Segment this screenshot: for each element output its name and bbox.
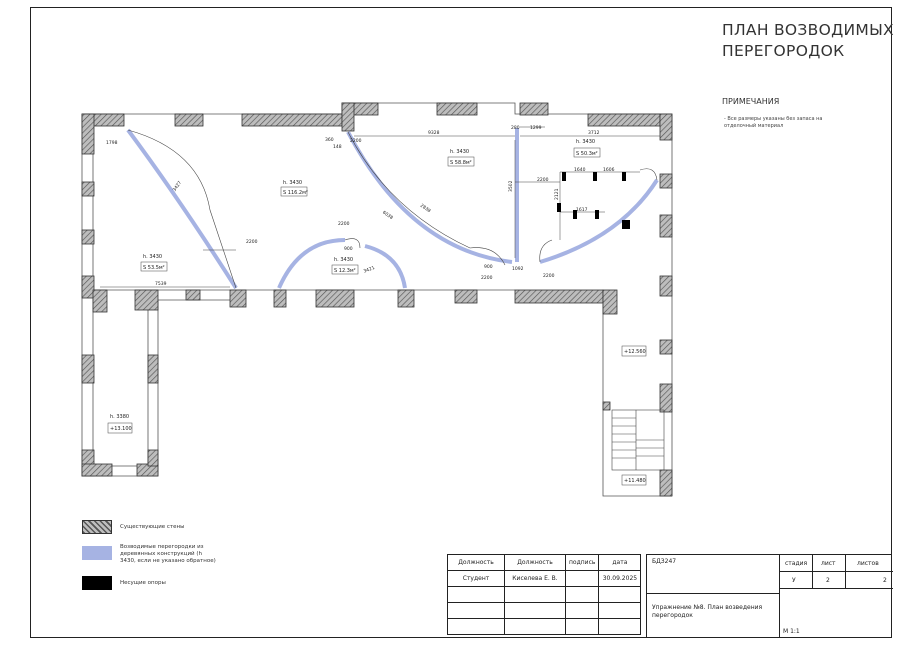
stamp-exercise: Упражнение №8. План возведения перегород… <box>652 604 763 619</box>
legend-wall-label: Существующие стены <box>120 524 185 530</box>
dim-1617: 1617 <box>576 207 588 213</box>
room-labels: h. 3430 S 116.2м² h. 3430 S 58.8м² h. 34… <box>107 139 647 486</box>
room-6-height: h. 3380 <box>110 414 129 420</box>
stamp-stage-value: У <box>792 577 796 584</box>
stamp-role: Студент <box>447 570 505 587</box>
stamp-head-3: подпись <box>564 554 600 571</box>
stamp-sheets-label: листов <box>857 560 879 567</box>
dim-3712: 3712 <box>588 130 600 136</box>
dim-360: 360 <box>325 137 334 143</box>
dim-1798: 1798 <box>106 140 118 146</box>
dim-3427: 3427 <box>172 180 184 193</box>
notes-text: - Все размеры указаны без запаса на отде… <box>724 116 823 129</box>
drawing-frame <box>30 7 892 638</box>
title-line-1: ПЛАН ВОЗВОДИМЫХ <box>722 21 894 39</box>
notes-heading: ПРИМЕЧАНИЯ <box>722 97 780 106</box>
stamp-code: БДЗ247 <box>652 558 677 565</box>
stamp-head-4: дата <box>598 554 642 571</box>
dim-2838: 2838 <box>419 203 432 215</box>
stamp-scale: М 1:1 <box>783 628 800 635</box>
dim-2200-c: 2200 <box>481 275 493 281</box>
dim-900-a: 900 <box>484 264 493 270</box>
stamp-sign <box>564 570 600 587</box>
room-3-area: S 50.3м² <box>576 151 598 157</box>
dim-2121: 2121 <box>554 188 560 200</box>
dim-2200-e: 2200 <box>537 177 549 183</box>
stamp-sheet-value: 2 <box>826 577 830 584</box>
dim-3502: 3502 <box>508 180 514 192</box>
dim-2200-a: 2200 <box>246 239 258 245</box>
dim-1606: 1606 <box>603 167 615 173</box>
stamp-date: 30.09.2025 <box>598 570 642 587</box>
room-3-height: h. 3430 <box>576 139 595 145</box>
legend-partition-label: Возводимые перегородки из деревянных кон… <box>120 544 216 564</box>
stamp-sheet-label: лист <box>821 560 836 567</box>
title-block-right: БДЗ247 стадия лист листов У 2 2 Упражнен… <box>646 554 893 638</box>
level-mark-1: +12.560 <box>624 349 646 355</box>
dim-1299: 1299 <box>530 125 542 131</box>
room-2-height: h. 3430 <box>450 149 469 155</box>
room-2-area: S 58.8м² <box>450 160 472 166</box>
legend-support-label: Несущие опоры <box>120 580 166 586</box>
dim-1092: 1092 <box>512 266 524 272</box>
legend-wall-swatch <box>82 520 112 534</box>
room-5-height: h. 3430 <box>334 257 353 263</box>
dim-6038: 6038 <box>381 210 394 222</box>
dim-280: 280 <box>511 125 520 131</box>
drawing-title: ПЛАН ВОЗВОДИМЫХ ПЕРЕГОРОДОК <box>722 20 894 62</box>
room-1-area: S 116.2м² <box>283 190 308 196</box>
dim-2200-b: 2200 <box>338 221 350 227</box>
title-block-table: Должность Должность подпись дата Студент… <box>447 554 642 635</box>
dim-9328: 9328 <box>428 130 440 136</box>
stamp-sheets-value: 2 <box>883 577 887 584</box>
existing-walls <box>81 102 673 497</box>
dim-2200-f: 2200 <box>350 138 362 144</box>
room-4-area: S 53.5м² <box>143 265 165 271</box>
room-4-height: h. 3430 <box>143 254 162 260</box>
dimension-lines <box>100 126 660 288</box>
dim-1640: 1640 <box>574 167 586 173</box>
dimension-labels: 9328 3712 1299 280 1798 7539 2200 2200 2… <box>106 125 615 287</box>
stamp-head-2: Должность <box>504 554 566 571</box>
dim-148: 148 <box>333 144 342 150</box>
stamp-name: Киселева Е. В. <box>504 570 566 587</box>
level-mark-2: +13.100 <box>110 426 132 432</box>
room-5-area: S 12.3м² <box>334 268 356 274</box>
dim-2200-d: 2200 <box>543 273 555 279</box>
stamp-head-1: Должность <box>447 554 505 571</box>
dim-7539: 7539 <box>155 281 167 287</box>
level-mark-3: +11.480 <box>624 478 646 484</box>
bearing-supports <box>557 172 630 229</box>
dim-3421: 3421 <box>363 265 376 275</box>
door-swings <box>127 129 658 289</box>
stamp-stage-label: стадия <box>785 560 808 567</box>
room-1-height: h. 3430 <box>283 180 302 186</box>
staircase <box>611 409 665 471</box>
title-line-2: ПЕРЕГОРОДОК <box>722 42 845 60</box>
legend-support-swatch <box>82 576 112 590</box>
dim-900-b: 900 <box>344 246 353 252</box>
legend-partition-swatch <box>82 546 112 560</box>
